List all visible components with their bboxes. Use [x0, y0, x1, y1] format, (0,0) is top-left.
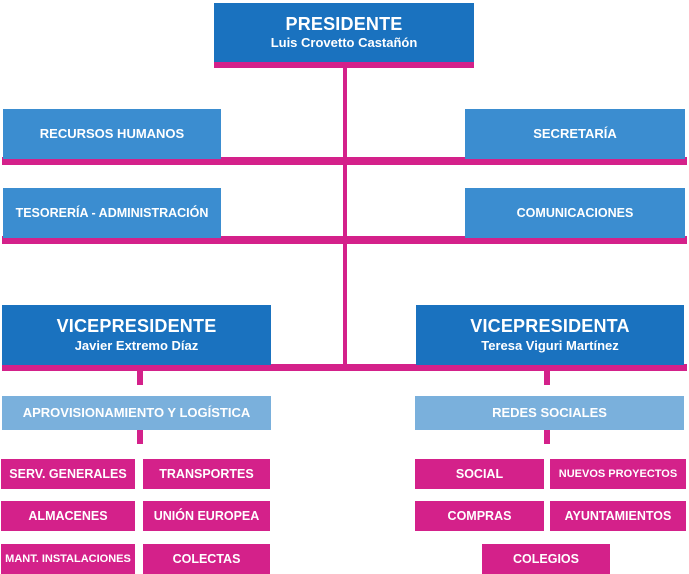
- comunicaciones-label: COMUNICACIONES: [516, 205, 634, 220]
- president-title: PRESIDENTE: [285, 13, 403, 34]
- rrhh-label: RECURSOS HUMANOS: [39, 125, 185, 141]
- vp-row-line: [2, 364, 687, 371]
- president-name: Luis Crovetto Castañón: [270, 35, 418, 51]
- aprovisionamiento-box: APROVISIONAMIENTO Y LOGÍSTICA: [2, 396, 271, 430]
- unit-union-europea: UNIÓN EUROPEA: [143, 501, 270, 531]
- vp-right-connector: [544, 371, 550, 385]
- vp-left-connector: [137, 371, 143, 385]
- unit-compras: COMPRAS: [415, 501, 544, 531]
- unit-colegios: COLEGIOS: [482, 544, 610, 574]
- staff-row-1-line: [2, 157, 687, 165]
- unit-colectas: COLECTAS: [143, 544, 270, 574]
- secretaria-box: SECRETARÍA: [465, 109, 685, 159]
- unit-label: TRANSPORTES: [159, 466, 254, 481]
- vicepresidente-box: VICEPRESIDENTE Javier Extremo Díaz: [2, 305, 271, 365]
- unit-label: SERV. GENERALES: [9, 466, 127, 481]
- unit-almacenes: ALMACENES: [1, 501, 135, 531]
- unit-mant-instalaciones: MANT. INSTALACIONES: [1, 544, 135, 574]
- unit-label: UNIÓN EUROPEA: [153, 508, 260, 523]
- redes-sociales-box: REDES SOCIALES: [415, 396, 684, 430]
- unit-serv-generales: SERV. GENERALES: [1, 459, 135, 489]
- vicepresidenta-title: VICEPRESIDENTA: [470, 316, 630, 337]
- unit-label: COLECTAS: [172, 551, 241, 566]
- unit-ayuntamientos: AYUNTAMIENTOS: [550, 501, 686, 531]
- rrhh-box: RECURSOS HUMANOS: [3, 109, 221, 159]
- unit-label: COLEGIOS: [513, 551, 579, 566]
- unit-label: COMPRAS: [447, 508, 512, 523]
- comunicaciones-box: COMUNICACIONES: [465, 188, 685, 238]
- unit-label: SOCIAL: [455, 466, 504, 481]
- redes-sociales-label: REDES SOCIALES: [492, 404, 607, 420]
- president-connector-line: [343, 65, 347, 367]
- tesoreria-box: TESORERÍA - ADMINISTRACIÓN: [3, 188, 221, 238]
- vicepresidente-title: VICEPRESIDENTE: [56, 316, 217, 337]
- vicepresidenta-box: VICEPRESIDENTA Teresa Viguri Martínez: [416, 305, 684, 365]
- unit-social: SOCIAL: [415, 459, 544, 489]
- vicepresidenta-name: Teresa Viguri Martínez: [481, 337, 619, 353]
- unit-label: ALMACENES: [28, 508, 108, 523]
- unit-label: NUEVOS PROYECTOS: [558, 467, 678, 480]
- dept-left-connector: [137, 430, 143, 444]
- unit-label: MANT. INSTALACIONES: [5, 552, 131, 565]
- unit-nuevos-proyectos: NUEVOS PROYECTOS: [550, 459, 686, 489]
- president-box: PRESIDENTE Luis Crovetto Castañón: [214, 3, 474, 68]
- staff-row-2-line: [2, 236, 687, 244]
- vicepresidente-name: Javier Extremo Díaz: [74, 337, 199, 353]
- unit-label: AYUNTAMIENTOS: [564, 508, 672, 523]
- tesoreria-label: TESORERÍA - ADMINISTRACIÓN: [15, 205, 209, 220]
- secretaria-label: SECRETARÍA: [533, 125, 617, 141]
- dept-right-connector: [544, 430, 550, 444]
- unit-transportes: TRANSPORTES: [143, 459, 270, 489]
- aprovisionamiento-label: APROVISIONAMIENTO Y LOGÍSTICA: [22, 404, 251, 420]
